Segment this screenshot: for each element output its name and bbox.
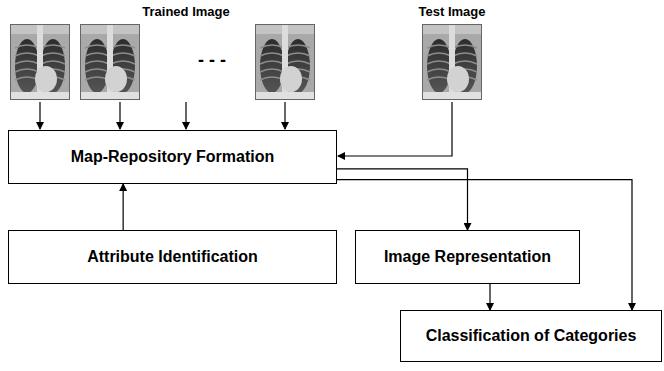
input-arrow bbox=[185, 102, 186, 129]
xray-image bbox=[80, 24, 140, 100]
process-box: Map-Repository Formation bbox=[8, 130, 337, 184]
xray-image bbox=[422, 24, 482, 100]
box-label: Attribute Identification bbox=[87, 248, 258, 266]
xray-image bbox=[10, 24, 70, 100]
test-arrow bbox=[338, 102, 452, 156]
input-arrow bbox=[119, 102, 120, 129]
box-label: Image Representation bbox=[384, 248, 551, 266]
input-arrow bbox=[284, 102, 285, 129]
flow-arrow bbox=[337, 169, 468, 230]
process-box: Image Representation bbox=[355, 230, 580, 284]
process-box: Classification of Categories bbox=[400, 310, 662, 362]
image-caption: - - - bbox=[198, 50, 226, 71]
input-arrow bbox=[39, 102, 40, 129]
box-label: Map-Repository Formation bbox=[71, 148, 275, 166]
box-label: Classification of Categories bbox=[426, 327, 637, 345]
process-box: Attribute Identification bbox=[8, 230, 337, 284]
flow-arrow bbox=[489, 284, 490, 310]
xray-image bbox=[255, 24, 315, 100]
flow-arrow bbox=[123, 184, 124, 230]
flow-arrow bbox=[337, 180, 632, 310]
image-caption: Test Image bbox=[419, 4, 486, 19]
image-caption: Trained Image bbox=[142, 4, 229, 19]
